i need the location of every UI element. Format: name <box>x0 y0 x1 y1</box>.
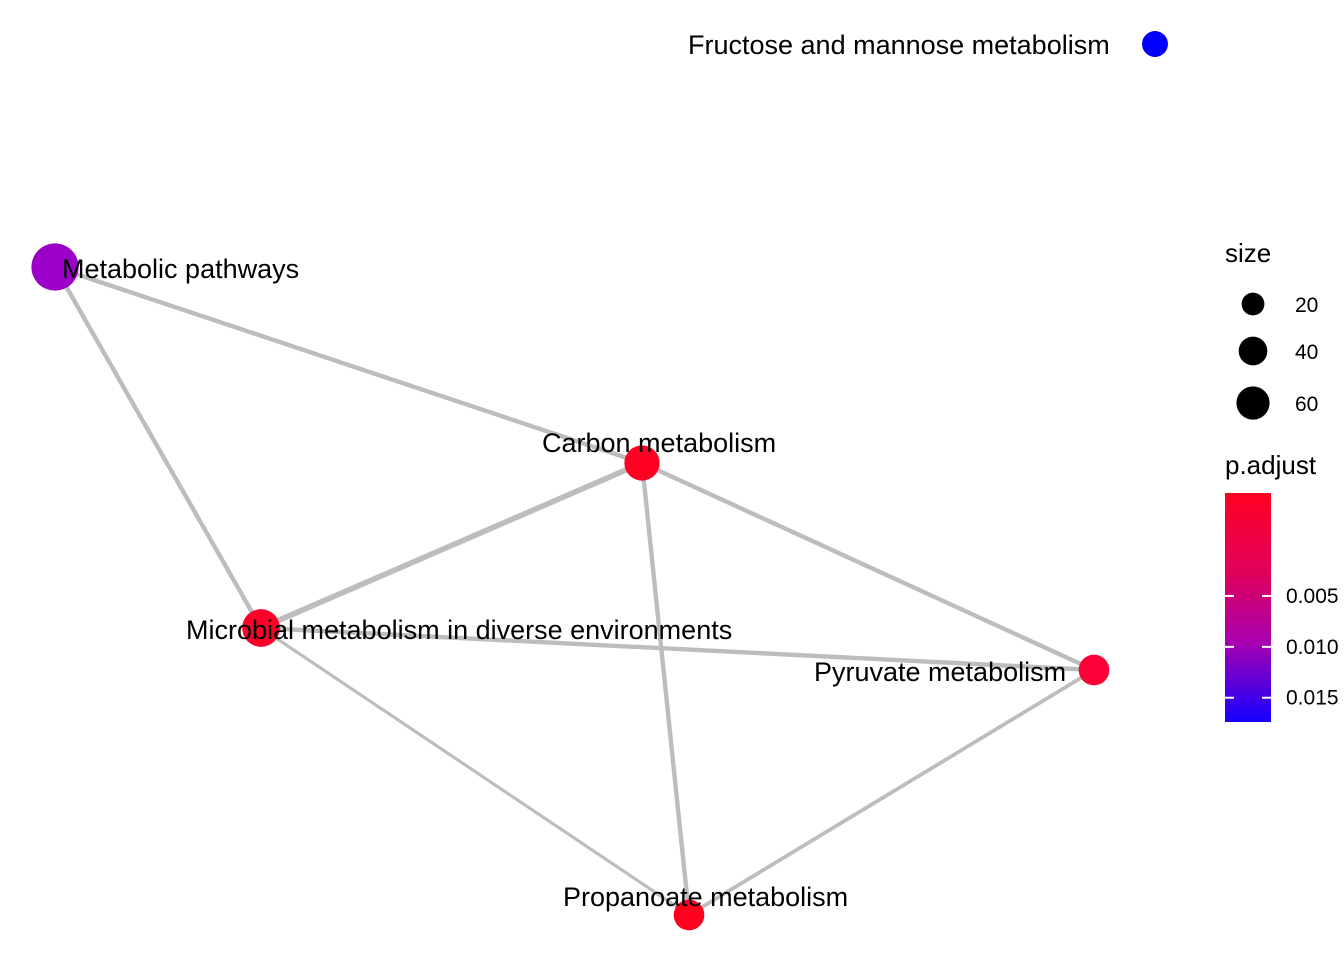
legend: size 20 40 60 p.adjust 0.005 0.010 0.015 <box>1225 238 1339 722</box>
size-legend-key <box>1241 292 1265 316</box>
color-legend-title: p.adjust <box>1225 450 1317 480</box>
color-legend-tick-label: 0.010 <box>1286 636 1339 659</box>
node-label-microbial: Microbial metabolism in diverse environm… <box>186 615 732 645</box>
edge-carbon-propanoate <box>639 460 692 918</box>
edge-metabolic-microbial <box>52 264 264 631</box>
size-legend-label: 20 <box>1295 294 1318 317</box>
edge-carbon-microbial <box>258 460 645 631</box>
network-labels: Fructose and mannose metabolismMetabolic… <box>62 30 1110 912</box>
edge-metabolic-carbon <box>52 264 645 466</box>
size-legend-label: 40 <box>1295 341 1318 364</box>
node-propanoate <box>673 899 705 931</box>
size-legend-key <box>1238 336 1268 366</box>
node-carbon <box>624 445 660 481</box>
node-label-propanoate: Propanoate metabolism <box>563 882 848 912</box>
color-legend-tick-label: 0.005 <box>1286 585 1339 608</box>
node-microbial <box>242 609 280 647</box>
edge-pyruvate-propanoate <box>687 668 1096 917</box>
node-label-fructose: Fructose and mannose metabolism <box>688 30 1110 60</box>
color-legend-ticks: 0.005 0.010 0.015 <box>1225 585 1339 710</box>
edge-microbial-pyruvate <box>258 625 1097 673</box>
node-label-metabolic: Metabolic pathways <box>62 254 299 284</box>
network-edges <box>52 264 1097 918</box>
node-pyruvate <box>1078 654 1110 686</box>
node-metabolic <box>31 243 79 291</box>
size-legend-title: size <box>1225 238 1271 268</box>
color-legend-bar <box>1225 493 1271 722</box>
node-label-pyruvate: Pyruvate metabolism <box>814 657 1066 687</box>
network-nodes <box>31 31 1168 931</box>
size-legend-label: 60 <box>1295 393 1318 416</box>
edge-microbial-propanoate <box>259 626 691 917</box>
node-fructose <box>1142 31 1168 57</box>
edge-carbon-pyruvate <box>639 460 1097 673</box>
node-label-carbon: Carbon metabolism <box>542 428 776 458</box>
size-legend: 20 40 60 <box>1236 292 1318 420</box>
color-legend-tick-label: 0.015 <box>1286 687 1339 710</box>
size-legend-key <box>1236 386 1270 420</box>
